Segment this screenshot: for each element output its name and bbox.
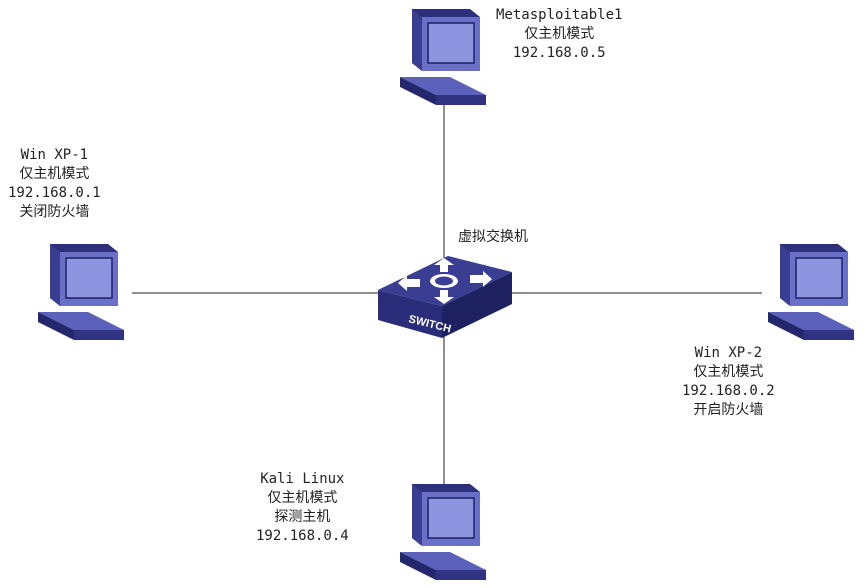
- winxp1-pc-icon: [37, 243, 125, 341]
- metasploitable-name: Metasploitable1: [496, 7, 623, 23]
- kali-mode: 仅主机模式: [267, 490, 338, 506]
- winxp2-ip: 192.168.0.2: [682, 383, 775, 399]
- kali-name: Kali Linux: [260, 471, 345, 487]
- kali-role: 探测主机: [274, 509, 331, 525]
- kali-pc-icon: [399, 483, 487, 581]
- winxp1-label: Win XP-1 仅主机模式 192.168.0.1 关闭防火墙: [8, 146, 101, 222]
- switch-icon: SWITCH: [378, 256, 512, 338]
- metasploitable-pc-icon: [399, 8, 487, 106]
- metasploitable-mode: 仅主机模式: [524, 26, 595, 42]
- metasploitable-ip: 192.168.0.5: [512, 45, 606, 61]
- kali-label: Kali Linux 仅主机模式 探测主机 192.168.0.4: [256, 470, 349, 546]
- winxp2-pc-icon: [767, 243, 855, 341]
- winxp1-name: Win XP-1: [20, 147, 89, 163]
- kali-ip: 192.168.0.4: [256, 528, 349, 544]
- switch-name: 虚拟交换机: [458, 229, 528, 245]
- winxp2-label: Win XP-2 仅主机模式 192.168.0.2 开启防火墙: [682, 344, 775, 420]
- winxp1-firewall: 关闭防火墙: [19, 204, 90, 220]
- switch-label: 虚拟交换机: [458, 228, 528, 247]
- metasploitable-label: Metasploitable1 仅主机模式 192.168.0.5: [496, 6, 622, 63]
- winxp2-mode: 仅主机模式: [693, 364, 764, 380]
- winxp2-name: Win XP-2: [694, 345, 763, 361]
- winxp1-mode: 仅主机模式: [19, 166, 90, 182]
- winxp1-ip: 192.168.0.1: [8, 185, 101, 201]
- winxp2-firewall: 开启防火墙: [693, 402, 764, 418]
